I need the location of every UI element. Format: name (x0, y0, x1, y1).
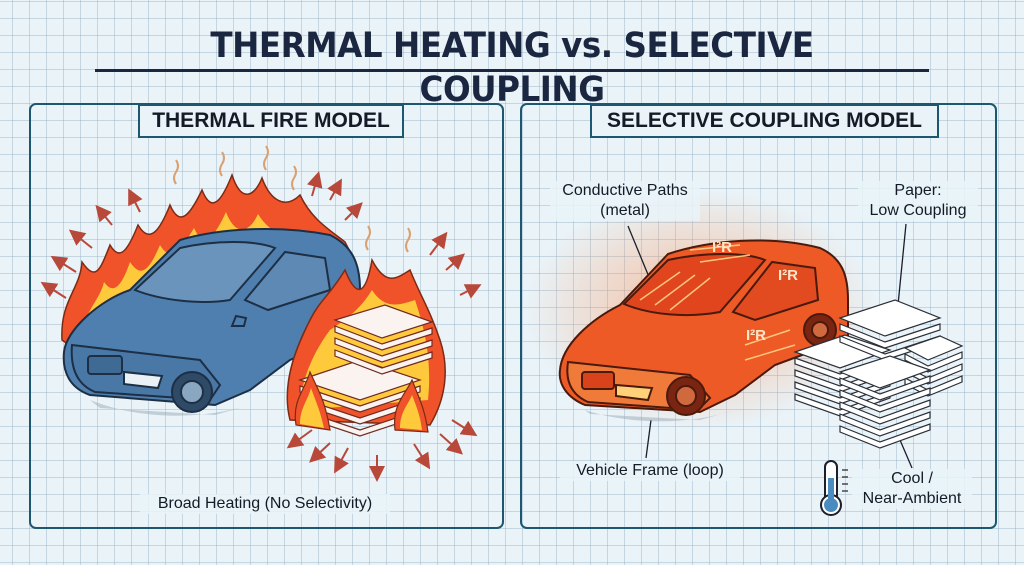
thermal-fire-panel: THERMAL FIRE MODEL (29, 103, 504, 529)
conductive-paths-line2: (metal) (600, 202, 650, 219)
diagram-title: THERMAL HEATING vs. SELECTIVE COUPLING (210, 26, 814, 110)
thermometer-icon (820, 460, 848, 516)
panel-heading-selective: SELECTIVE COUPLING MODEL (590, 104, 939, 138)
i2r-door-label: I²R (778, 267, 798, 284)
orange-car-icon (558, 239, 849, 416)
paper-label-line1: Paper: (894, 182, 942, 199)
cool-label-line1: Cool / (891, 470, 933, 487)
paper-low-coupling-label: Paper: Low Coupling (858, 181, 978, 221)
panel-heading-thermal: THERMAL FIRE MODEL (138, 104, 404, 138)
cool-paper-stack-icon (793, 299, 964, 449)
title-underline (95, 69, 929, 72)
i2r-roof-label: I²R (712, 239, 732, 256)
heat-arrows-icon (40, 171, 482, 482)
cool-near-ambient-label: Cool / Near-Ambient (852, 469, 972, 509)
paper-label-line2: Low Coupling (869, 202, 967, 219)
vehicle-frame-label: Vehicle Frame (loop) (560, 461, 740, 481)
i2r-side-label: I²R (746, 327, 766, 344)
cool-label-line2: Near-Ambient (862, 490, 962, 507)
conductive-paths-line1: Conductive Paths (562, 182, 688, 199)
selective-coupling-panel: SELECTIVE COUPLING MODEL (520, 103, 997, 529)
broad-heating-caption: Broad Heating (No Selectivity) (140, 494, 390, 514)
blue-car-icon (62, 228, 361, 413)
conductive-paths-label: Conductive Paths (metal) (550, 181, 700, 221)
